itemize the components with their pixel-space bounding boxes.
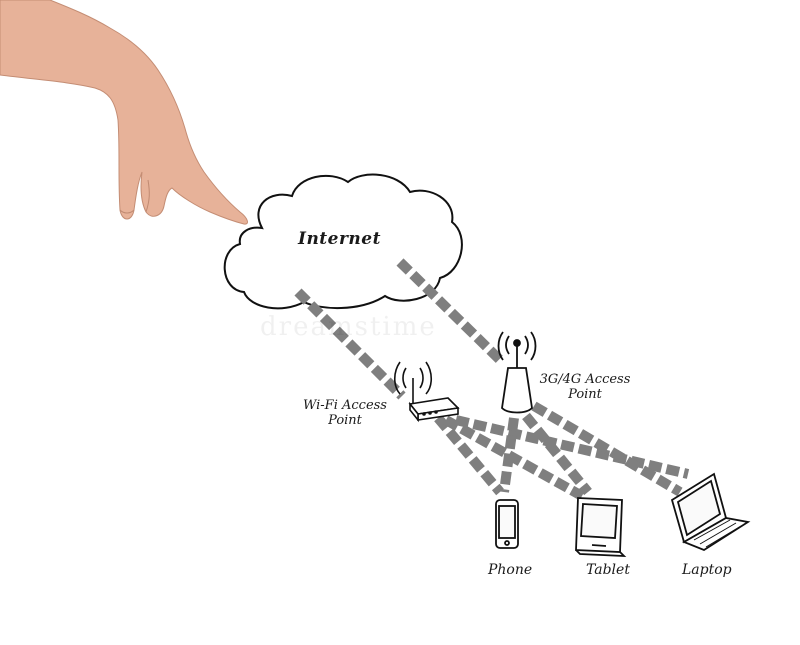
tablet-icon — [575, 497, 627, 558]
tablet-label: Tablet — [586, 562, 630, 578]
link-cloud-cell — [396, 258, 504, 364]
link-cloud-wifi — [294, 288, 406, 400]
cell-tower-icon — [497, 331, 537, 414]
internet-label: Internet — [298, 229, 381, 249]
link-cell-laptop — [531, 401, 683, 497]
link-wifi-phone — [434, 414, 504, 496]
cell-access-point-label: 3G/4G Access Point — [530, 372, 640, 402]
wifi-label-line2: Point — [328, 413, 362, 428]
watermark: dreamstime — [260, 312, 437, 342]
laptop-label: Laptop — [682, 562, 732, 578]
link-cell-phone — [499, 417, 519, 493]
laptop-icon — [670, 472, 751, 552]
internet-cloud-icon — [223, 173, 463, 310]
link-wifi-tablet — [443, 415, 585, 501]
phone-label: Phone — [488, 562, 533, 578]
wifi-access-point-label: Wi-Fi Access Point — [290, 398, 400, 428]
cell-label-line2: Point — [568, 387, 602, 402]
wifi-router-icon — [393, 361, 460, 423]
pointing-hand-icon — [0, 0, 248, 225]
link-cell-tablet — [522, 412, 592, 496]
phone-icon — [495, 499, 519, 549]
wifi-label-line1: Wi-Fi Access — [303, 398, 387, 413]
cell-label-line1: 3G/4G Access — [539, 372, 631, 387]
link-wifi-laptop — [454, 415, 690, 479]
